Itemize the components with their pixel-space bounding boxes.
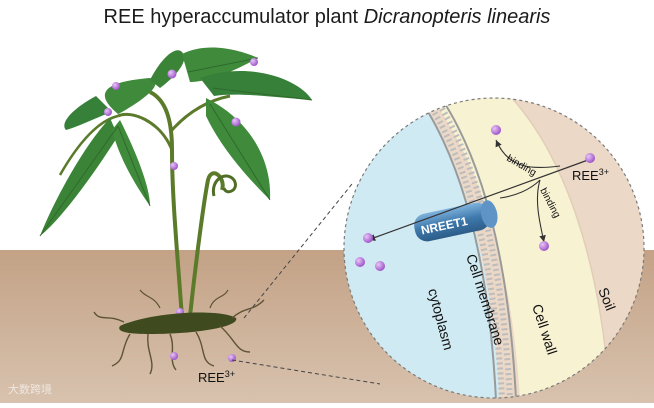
title-species: Dicranopteris linearis [364,6,551,28]
title-prefix: REE hyperaccumulator plant [104,6,359,28]
watermark: 大数跨境 [8,381,52,397]
diagram-title: REE hyperaccumulator plant Dicranopteris… [0,6,654,29]
